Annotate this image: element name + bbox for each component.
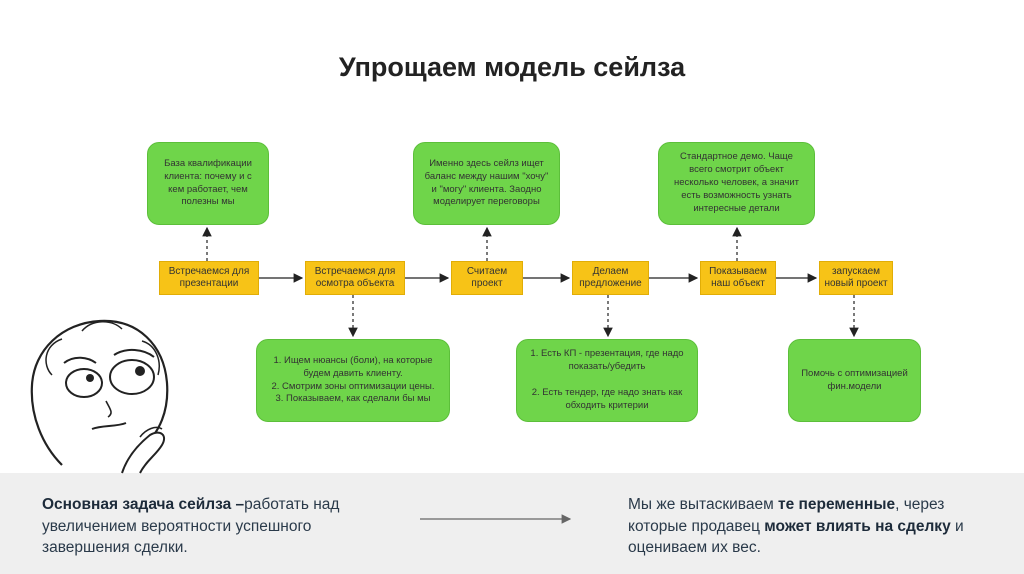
summary-left-text: работать над увеличением вероятности усп… — [42, 496, 340, 557]
summary-right: Мы же вытаскиваем те переменные, через к… — [628, 494, 998, 559]
summary-right-text-2: , через которые продавец — [628, 496, 945, 535]
summary-arrow — [420, 514, 572, 524]
summary-left: Основная задача сейлза –работать над уве… — [42, 494, 382, 559]
note-balance: Именно здесь сейлз ищет баланс между наш… — [413, 142, 560, 225]
step-proposal: Делаем предложение — [572, 261, 649, 295]
step-label: Встречаемся для презентации — [168, 265, 250, 290]
summary-right-text-1: Мы же вытаскиваем — [628, 496, 779, 513]
step-label: запускаем новый проект — [824, 265, 888, 290]
step-label: Считаем проект — [466, 265, 508, 290]
summary-right-text-3: и оцениваем их вес. — [628, 517, 964, 557]
note-text: База квалификации клиента: почему и с ке… — [164, 157, 252, 208]
note-text: Именно здесь сейлз ищет баланс между наш… — [424, 157, 549, 208]
summary-left-bold: Основная задача сейлза – — [42, 496, 245, 513]
summary-right-bold-2: может влиять на сделку — [764, 517, 951, 535]
note-text: Стандартное демо. Чаще всего смотрит объ… — [673, 151, 799, 214]
thinking-face-icon — [30, 319, 169, 474]
step-label: Встречаемся для осмотра объекта — [314, 265, 396, 290]
note-text: Помочь с оптимизацией фин.модели — [801, 367, 908, 392]
page-title: Упрощаем модель сейлза — [338, 52, 686, 82]
note-demo: Стандартное демо. Чаще всего смотрит объ… — [658, 142, 815, 225]
note-text: 1. Есть КП - презентация, где надо показ… — [530, 348, 684, 411]
step-site-visit: Встречаемся для осмотра объекта — [305, 261, 405, 295]
step-label: Показываем наш объект — [709, 265, 767, 290]
step-show-object: Показываем наш объект — [700, 261, 776, 295]
step-label: Делаем предложение — [579, 265, 642, 290]
note-proposal-types: 1. Есть КП - презентация, где надо показ… — [516, 339, 698, 422]
step-estimate: Считаем проект — [451, 261, 523, 295]
note-pain-points: 1. Ищем нюансы (боли), на которые будем … — [256, 339, 450, 422]
summary-right-bold-1: те переменные — [778, 496, 896, 513]
step-presentation-meeting: Встречаемся для презентации — [159, 261, 259, 295]
note-text: 1. Ищем нюансы (боли), на которые будем … — [271, 354, 435, 405]
note-finmodel: Помочь с оптимизацией фин.модели — [788, 339, 921, 422]
note-qualification: База квалификации клиента: почему и с ке… — [147, 142, 269, 225]
step-launch-project: запускаем новый проект — [819, 261, 893, 295]
summary-band — [0, 473, 1024, 574]
